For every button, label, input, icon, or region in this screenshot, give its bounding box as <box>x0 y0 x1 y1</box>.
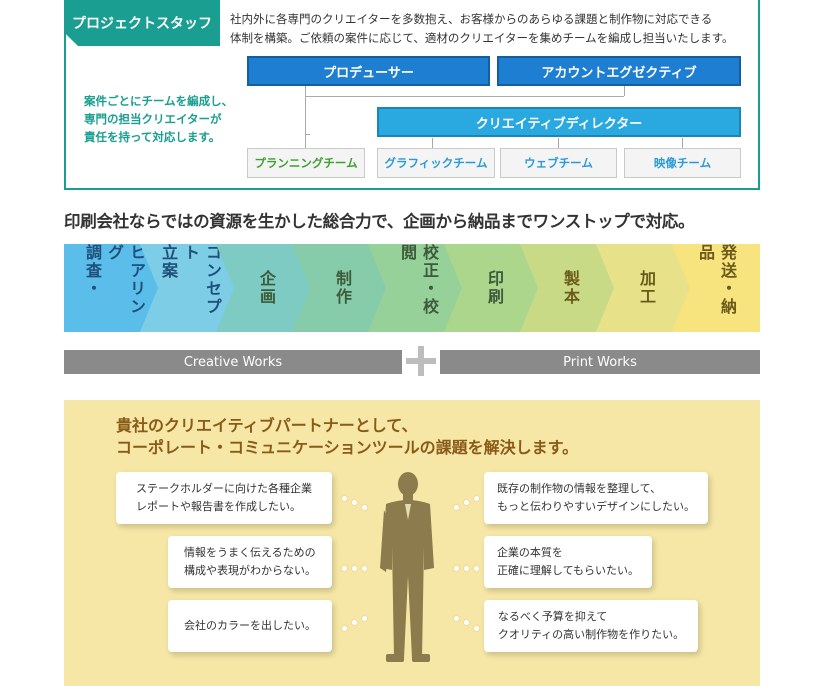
step-label-line: 調査・ <box>83 244 102 298</box>
concern-text: 既存の制作物の情報を整理して、もっと伝わりやすいデザインにしたい。 <box>497 480 695 516</box>
dot-connector <box>362 566 367 571</box>
dot-connector <box>454 566 459 571</box>
producer-label: プロデューサー <box>323 65 414 81</box>
concern-bubble: 既存の制作物の情報を整理して、もっと伝わりやすいデザインにしたい。 <box>484 472 708 524</box>
org-line <box>432 138 433 148</box>
dot-connector <box>464 500 469 505</box>
dot-connector <box>454 616 459 621</box>
dot-connector <box>352 620 357 625</box>
dot-connector <box>474 566 479 571</box>
concern-text: 企業の本質を正確に理解してもらいたい。 <box>497 544 639 580</box>
concern-line: もっと伝わりやすいデザインにしたい。 <box>497 500 695 513</box>
org-line <box>558 138 559 148</box>
concern-text: 情報をうまく伝えるための構成や表現がわからない。 <box>184 544 316 580</box>
dot-connector <box>342 496 347 501</box>
creative-director-box: クリエイティブディレクター <box>377 107 741 137</box>
org-line <box>624 86 625 96</box>
concern-line: 正確に理解してもらいたい。 <box>496 564 640 577</box>
process-step-label: 制作 <box>333 270 352 306</box>
concern-bubble: 企業の本質を正確に理解してもらいたい。 <box>484 536 652 588</box>
org-line <box>305 96 306 134</box>
concern-bubble: なるべく予算を抑えてクオリティの高い制作物を作りたい。 <box>484 600 698 652</box>
plus-icon <box>406 358 436 364</box>
process-step-label: 発送・納品 <box>696 244 737 316</box>
concern-bubble: 会社のカラーを出したい。 <box>168 600 332 652</box>
process-step-label: 企画 <box>257 270 276 306</box>
team-note-line: 案件ごとにチームを編成し、 <box>84 94 234 108</box>
businessman-icon <box>380 472 434 662</box>
dot-connector <box>342 566 347 571</box>
project-staff-tag-label: プロジェクトスタッフ <box>72 16 212 32</box>
team-note-line: 責任を持って対応します。 <box>84 130 221 144</box>
partner-title-line: 貴社のクリエイティブパートナーとして、 <box>116 416 418 435</box>
dot-connector <box>464 566 469 571</box>
org-line <box>305 96 624 97</box>
org-line <box>305 134 306 148</box>
video-team-box: 映像チーム <box>624 148 741 178</box>
account-executive-label: アカウントエグゼクティブ <box>541 65 697 81</box>
dot-connector <box>362 505 367 510</box>
account-executive-box: アカウントエグゼクティブ <box>497 56 741 86</box>
team-note-line: 専門の担当クリエイターが <box>84 112 222 126</box>
concern-text: なるべく予算を抑えてクオリティの高い制作物を作りたい。 <box>498 608 684 644</box>
org-line <box>305 86 306 96</box>
team-label: プランニングチーム <box>254 156 358 170</box>
print-works-bar: Print Works <box>440 350 760 374</box>
org-line <box>305 134 310 135</box>
dot-connector <box>454 505 459 510</box>
concern-text: ステークホルダーに向けた各種企業レポートや報告書を作成したい。 <box>136 480 312 516</box>
concern-text: 会社のカラーを出したい。 <box>184 617 316 635</box>
graphic-team-box: グラフィックチーム <box>377 148 495 178</box>
producer-box: プロデューサー <box>247 56 490 86</box>
description-line: 体制を構築。ご依頼の案件に応じて、適材のクリエイターを集めチームを編成し担当いた… <box>230 31 734 45</box>
project-staff-description: 社内外に各専門のクリエイターを多数抱え、お客様からのあらゆる課題と制作物に対応で… <box>230 10 755 48</box>
concern-line: 情報をうまく伝えるための <box>184 546 316 559</box>
concern-line: 会社のカラーを出したい。 <box>184 619 316 632</box>
planning-team-box: プランニングチーム <box>247 148 365 178</box>
partner-title-line: コーポレート・コミュニケーションツールの課題を解決します。 <box>116 438 579 457</box>
dot-connector <box>474 496 479 501</box>
process-step-label: ヒアリング調査・ <box>81 244 147 332</box>
process-step-label: 加工 <box>637 270 656 306</box>
org-line <box>682 138 683 148</box>
dot-connector <box>464 620 469 625</box>
process-step-label: 製本 <box>561 270 580 306</box>
web-team-box: ウェブチーム <box>500 148 617 178</box>
process-step-label: コンセプト立案 <box>157 244 223 332</box>
team-label: グラフィックチーム <box>384 156 488 170</box>
team-label: 映像チーム <box>653 156 712 170</box>
concern-line: 企業の本質を <box>496 546 563 559</box>
dot-connector <box>474 626 479 631</box>
team-note: 案件ごとにチームを編成し、 専門の担当クリエイターが 責任を持って対応します。 <box>84 92 244 146</box>
concern-bubble: 情報をうまく伝えるための構成や表現がわからない。 <box>168 536 332 588</box>
concern-line: レポートや報告書を作成したい。 <box>136 500 301 513</box>
project-staff-tag: プロジェクトスタッフ <box>64 0 220 46</box>
concern-line: クオリティの高い制作物を作りたい。 <box>497 628 685 641</box>
dot-connector <box>362 616 367 621</box>
dot-connector <box>342 626 347 631</box>
description-line: 社内外に各専門のクリエイターを多数抱え、お客様からのあらゆる課題と制作物に対応で… <box>230 12 713 26</box>
creative-works-label: Creative Works <box>183 354 283 370</box>
step-label-line: 立案 <box>159 244 178 280</box>
step-label-line: コンセプト <box>181 244 222 316</box>
concern-line: 構成や表現がわからない。 <box>184 564 316 577</box>
concern-line: 既存の制作物の情報を整理して、 <box>497 482 662 495</box>
concern-line: なるべく予算を抑えて <box>497 610 608 623</box>
headline: 印刷会社ならではの資源を生かした総合力で、企画から納品までワンストップで対応。 <box>64 212 695 231</box>
print-works-label: Print Works <box>563 354 637 370</box>
team-label: ウェブチーム <box>524 156 593 170</box>
concern-bubble: ステークホルダーに向けた各種企業レポートや報告書を作成したい。 <box>116 472 332 524</box>
process-step-label: 印刷 <box>485 270 504 306</box>
process-step-label: 校正・校閲 <box>398 244 439 316</box>
dot-connector <box>352 566 357 571</box>
concern-line: ステークホルダーに向けた各種企業 <box>136 482 312 495</box>
creative-director-label: クリエイティブディレクター <box>475 116 643 132</box>
dot-connector <box>352 500 357 505</box>
creative-works-bar: Creative Works <box>64 350 402 374</box>
step-label-line: ヒアリング <box>105 244 146 316</box>
